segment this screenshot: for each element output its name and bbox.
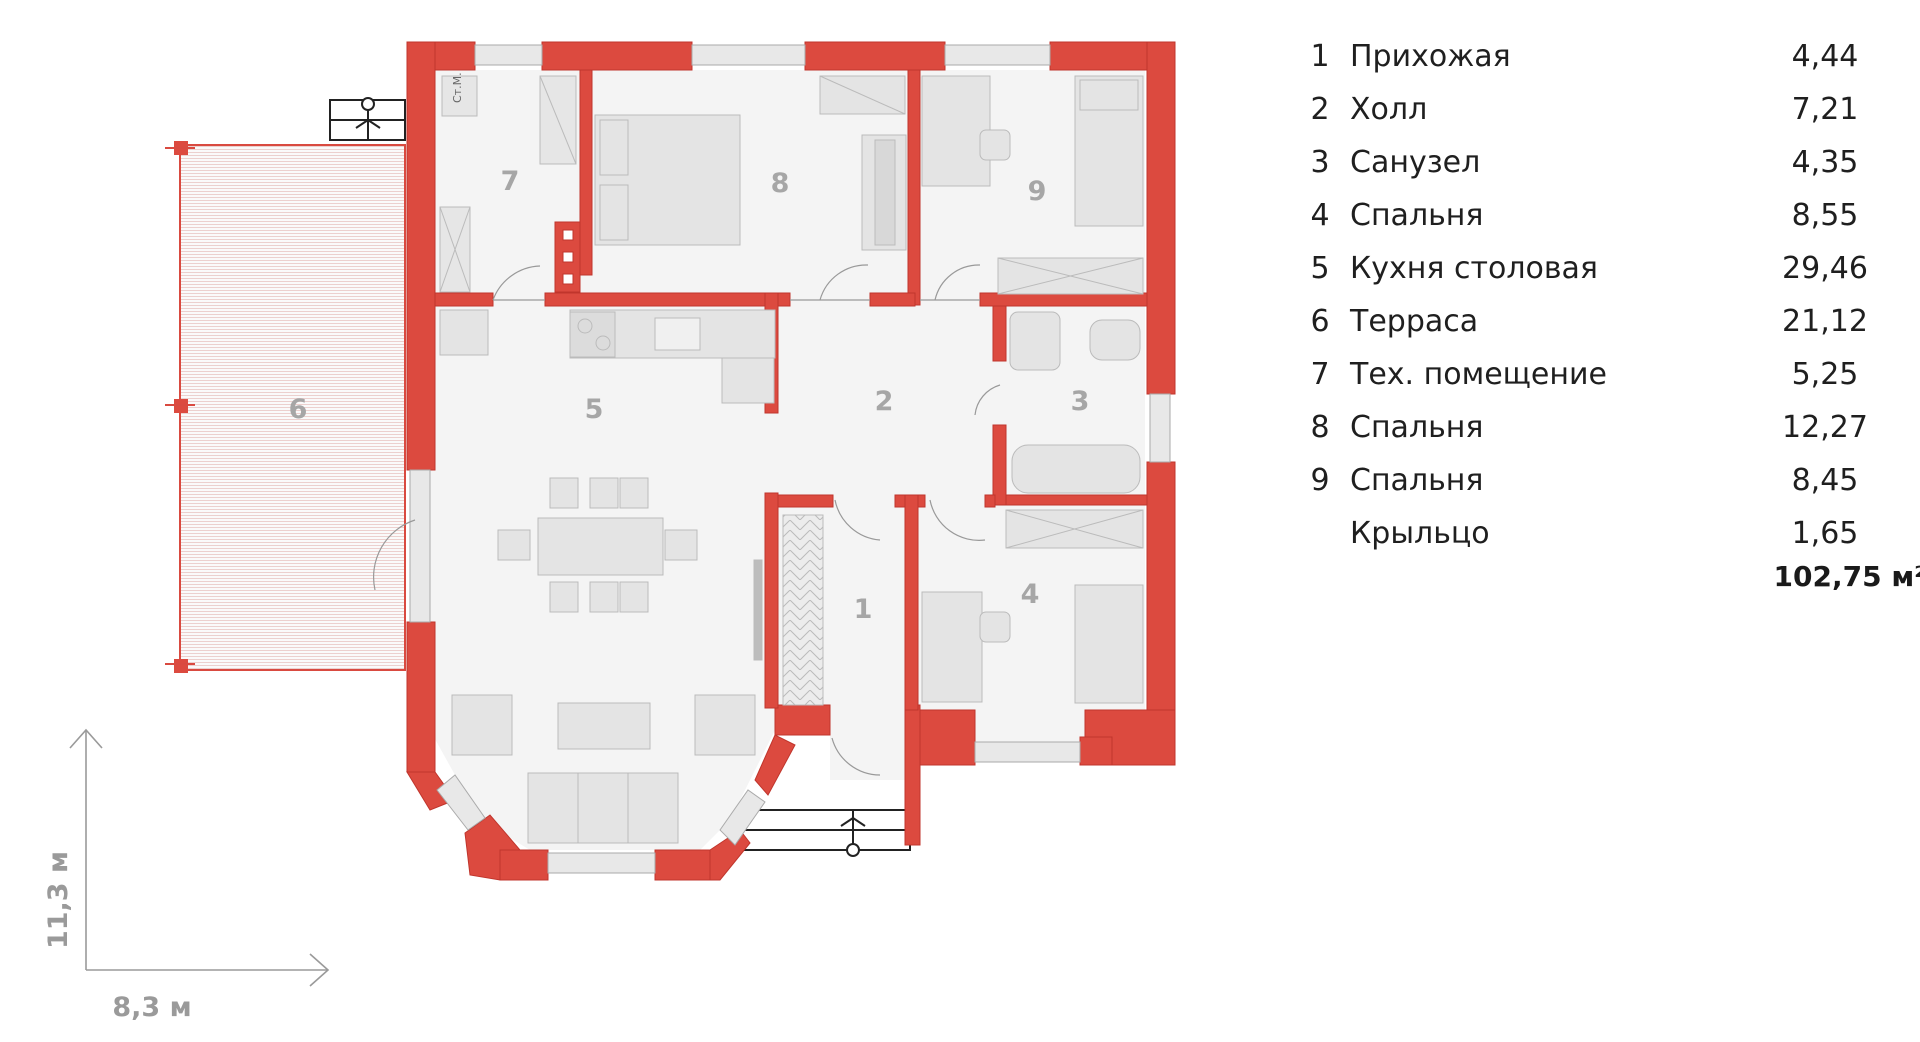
legend-room-area: 5,25 (1791, 357, 1859, 392)
legend-row: 2 Холл 7,21 (1300, 83, 1890, 136)
legend-room-area: 1,65 (1791, 516, 1859, 551)
room-3-fixtures (1009, 311, 1141, 494)
windows (409, 44, 1171, 874)
room-number: 5 (585, 394, 604, 425)
legend-row: Крыльцо 1,65 (1300, 507, 1890, 560)
legend-room-number: 4 (1310, 198, 1330, 233)
legend-row: 6 Терраса 21,12 (1300, 295, 1890, 348)
dimension-arrows (69, 728, 330, 987)
legend-room-area: 8,45 (1791, 463, 1859, 498)
legend-room-name: Холл (1350, 92, 1428, 127)
legend-room-name: Тех. помещение (1350, 357, 1607, 392)
vent-grilles (562, 229, 574, 285)
width-dimension-label: 8,3 м (112, 992, 191, 1023)
legend-room-name: Крыльцо (1350, 516, 1490, 551)
legend-row: 9 Спальня 8,45 (1300, 454, 1890, 507)
legend-room-name: Спальня (1350, 410, 1484, 445)
legend-room-area: 29,46 (1782, 251, 1868, 286)
legend-row: 3 Санузел 4,35 (1300, 136, 1890, 189)
legend-room-name: Терраса (1350, 304, 1479, 339)
room-number: 8 (771, 168, 790, 199)
legend-room-number: 1 (1310, 39, 1330, 74)
terrace-post (174, 659, 188, 673)
porch-steps (739, 809, 911, 857)
legend-row: 4 Спальня 8,55 (1300, 189, 1890, 242)
legend-room-number: 6 (1310, 304, 1330, 339)
exterior-walls (406, 41, 1176, 881)
interior-walls (434, 69, 1148, 711)
legend-room-area: 21,12 (1782, 304, 1868, 339)
legend-room-number: 2 (1310, 92, 1330, 127)
height-dimension-label: 11,3 м (43, 851, 74, 949)
legend-room-number: 9 (1310, 463, 1330, 498)
room-number: 4 (1021, 579, 1040, 610)
room-numbers: 7 8 9 6 5 2 3 4 1 (289, 166, 1090, 625)
room-1-wardrobe (782, 514, 824, 706)
terrace-steps (329, 97, 406, 141)
room-9-furniture (921, 75, 1144, 295)
legend-room-area: 8,55 (1791, 198, 1859, 233)
room-number: 2 (875, 386, 894, 417)
legend-row: 8 Спальня 12,27 (1300, 401, 1890, 454)
legend-row: 1 Прихожая 4,44 (1300, 30, 1890, 83)
room-number: 9 (1028, 176, 1047, 207)
legend-room-number: 3 (1310, 145, 1330, 180)
terrace (165, 141, 406, 673)
legend-room-area: 12,27 (1782, 410, 1868, 445)
legend-room-area: 4,44 (1791, 39, 1859, 74)
legend-room-name: Спальня (1350, 463, 1484, 498)
doors (372, 264, 1001, 776)
legend-room-area: 7,21 (1791, 92, 1859, 127)
legend-row: 5 Кухня столовая 29,46 (1300, 242, 1890, 295)
legend-room-number: 7 (1310, 357, 1330, 392)
legend-room-area: 4,35 (1791, 145, 1859, 180)
legend-room-name: Кухня столовая (1350, 251, 1598, 286)
closet-label: Ст.М. (451, 72, 464, 103)
room-8-furniture (594, 75, 907, 251)
legend-room-number: 8 (1310, 410, 1330, 445)
room-4-furniture (921, 509, 1144, 704)
legend-room-name: Прихожая (1350, 39, 1511, 74)
legend-room-name: Спальня (1350, 198, 1484, 233)
room-7-fixtures (439, 75, 577, 293)
room-number: 1 (854, 594, 873, 625)
legend-row: 7 Тех. помещение 5,25 (1300, 348, 1890, 401)
legend-room-name: Санузел (1350, 145, 1481, 180)
room-5-furniture (439, 309, 776, 844)
legend-room-number: 5 (1310, 251, 1330, 286)
room-number: 3 (1071, 386, 1090, 417)
room-number: 6 (289, 394, 308, 425)
total-area: 102,75 м² (1773, 560, 1920, 593)
room-number: 7 (501, 166, 520, 197)
